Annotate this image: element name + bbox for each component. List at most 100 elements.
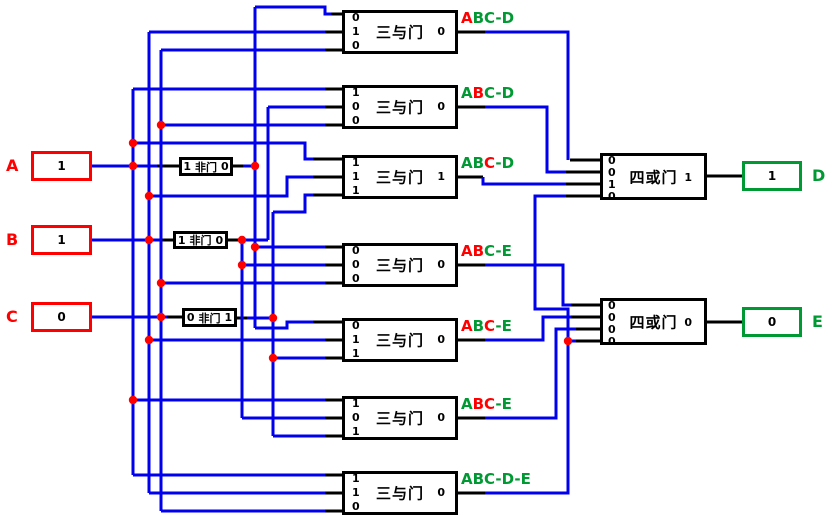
not-gate-output-value: 0 (215, 233, 224, 247)
not-gate-name: 非门 (195, 160, 217, 174)
junction-dot (156, 120, 166, 130)
and-gate-name: 三与门 (375, 168, 424, 187)
signal-wire (485, 30, 570, 160)
tag-segment: A (461, 317, 473, 335)
and-gate-input-value: 0 (352, 11, 360, 24)
output-value-e: 0 (767, 315, 777, 329)
junction-dot (144, 191, 154, 201)
junction-dot (250, 161, 260, 171)
or-gate-input-value: 0 (608, 335, 616, 348)
blue-signal-wires (92, 5, 576, 513)
junction-dot (128, 138, 138, 148)
not-gate-input-value: 1 (183, 160, 191, 173)
tag-segment: A (461, 84, 473, 102)
not-gate-name: 非门 (198, 311, 221, 325)
input-box-a[interactable]: 1 (31, 151, 92, 181)
tag-segment: -E (495, 395, 512, 413)
tag-segment: A (461, 9, 473, 27)
and-gate-tag-1: ABC-D (461, 11, 514, 26)
and-gate-output-value: 0 (437, 486, 445, 499)
or-gate-output-value: 1 (684, 171, 692, 184)
input-label-b: B (6, 230, 19, 249)
output-value-d: 1 (767, 169, 777, 183)
input-value-b: 1 (57, 233, 66, 247)
tag-segment: -E (495, 317, 512, 335)
and-gate-tag-4: ABC-E (461, 244, 512, 259)
and-gate-input-value: 0 (352, 100, 360, 113)
or-gate-input-value: 0 (608, 166, 616, 179)
tag-segment: BC (472, 395, 496, 413)
and-gate-input-value: 1 (352, 347, 360, 360)
or-gate-input-value: 0 (608, 323, 616, 336)
tag-segment: B (472, 317, 485, 335)
and-gate-input-value: 1 (352, 333, 360, 346)
signal-wire (481, 177, 566, 186)
input-value-a: 1 (57, 159, 66, 173)
and-gate-tag-2: ABC-D (461, 86, 514, 101)
and-gate-tag-5: ABC-E (461, 319, 512, 334)
and-gate-input-value: 1 (352, 170, 360, 183)
signal-wire (149, 175, 313, 198)
tag-segment: C-E (484, 242, 512, 260)
tag-segment: AB (461, 154, 485, 172)
signal-wire (133, 141, 313, 161)
and-gate-output-value: 0 (437, 411, 445, 424)
junction-dot (268, 313, 278, 323)
input-box-b[interactable]: 1 (31, 225, 92, 255)
junction-dot (268, 353, 278, 363)
and-gate-name: 三与门 (375, 484, 424, 503)
and-gate-input-value: 0 (352, 272, 360, 285)
tag-segment: B (472, 84, 485, 102)
input-box-c[interactable]: 0 (31, 302, 92, 332)
junction-dot (144, 335, 154, 345)
junction-dot (250, 242, 260, 252)
and-gate-output-value: 1 (437, 170, 445, 183)
not-gate-name: 非门 (189, 234, 212, 247)
signal-wire (485, 194, 570, 495)
and-gate-tag-7: ABC-D-E (461, 472, 531, 487)
input-label-c: C (6, 307, 18, 326)
or-gate-output-value: 0 (684, 316, 692, 329)
and-gate-input-value: 1 (352, 156, 360, 169)
and-gate-input-value: 1 (352, 472, 360, 485)
and-gate-input-value: 1 (352, 486, 360, 499)
junction-dots (128, 120, 573, 405)
or-gate-name: 四或门 (629, 313, 678, 331)
or-gate-input-value: 0 (608, 154, 616, 167)
output-label-d: D (812, 166, 826, 185)
or-gate-input-value: 0 (608, 190, 616, 203)
and-gate-input-value: 1 (352, 25, 360, 38)
tag-segment: C-D (484, 84, 515, 102)
and-gate-name: 三与门 (375, 98, 424, 117)
and-gate-input-value: 1 (352, 425, 360, 438)
not-gate-input-value: 1 (177, 233, 186, 247)
junction-dot (144, 235, 154, 245)
tag-segment: -D (495, 154, 515, 172)
signal-wire (485, 263, 571, 307)
input-label-a: A (6, 156, 19, 175)
and-gate-input-value: 0 (352, 411, 360, 424)
junction-dot (156, 278, 166, 288)
or-gate-name: 四或门 (629, 168, 678, 186)
and-gate-tag-3: ABC-D (461, 156, 514, 171)
and-gate-input-value: 0 (352, 244, 360, 257)
signal-wire (485, 105, 566, 174)
and-gate-input-value: 1 (352, 86, 360, 99)
junction-dot (563, 336, 573, 346)
signal-wire (273, 193, 313, 214)
or-gate-input-value: 1 (608, 178, 616, 191)
tag-segment: AB (461, 242, 485, 260)
signal-wire (255, 5, 331, 16)
and-gate-input-value: 0 (352, 39, 360, 52)
and-gate-output-value: 0 (437, 25, 445, 38)
